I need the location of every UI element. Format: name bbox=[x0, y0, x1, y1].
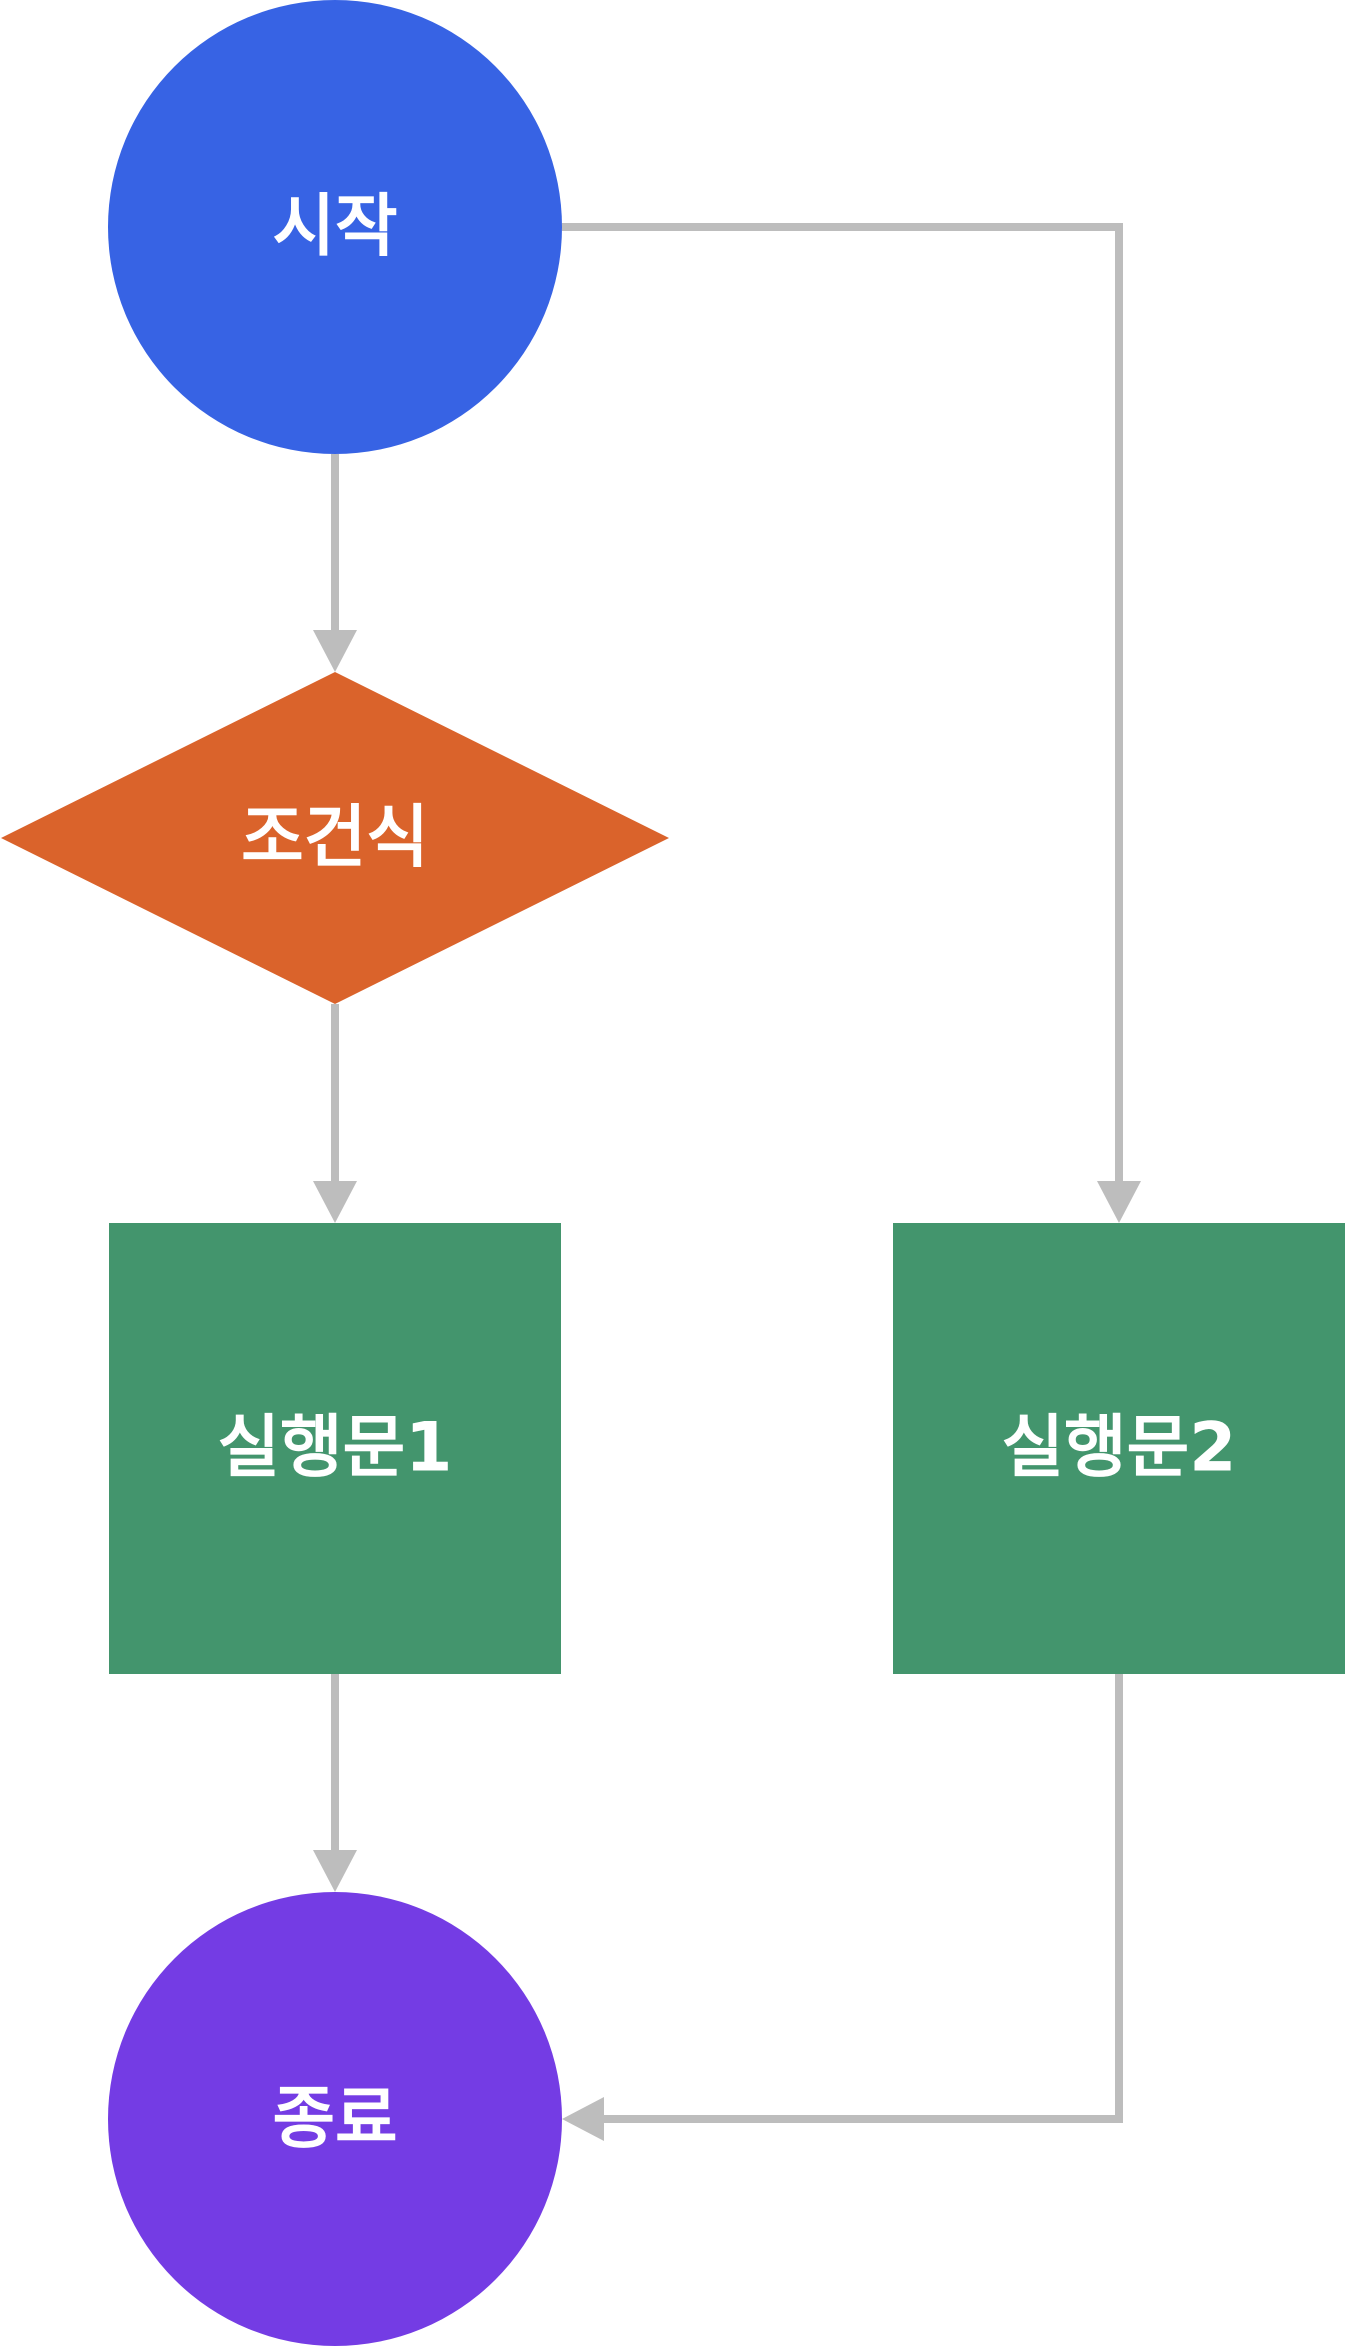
edge-condition-statement1 bbox=[313, 1004, 357, 1223]
node-statement1[interactable]: 실행문1 bbox=[109, 1223, 561, 1674]
edge-statement2-end bbox=[562, 1674, 1123, 2141]
condition-diamond bbox=[1, 672, 669, 1004]
edge-start-condition bbox=[313, 454, 357, 672]
edge-statement1-end bbox=[313, 1674, 357, 1892]
end-label: 종료 bbox=[272, 2080, 397, 2159]
statement2-label: 실행문2 bbox=[1002, 1409, 1237, 1488]
node-condition[interactable]: 조건식 bbox=[1, 672, 669, 1004]
start-circle bbox=[108, 0, 562, 454]
statement2-rect bbox=[893, 1223, 1345, 1674]
node-statement2[interactable]: 실행문2 bbox=[893, 1223, 1345, 1674]
condition-label: 조건식 bbox=[241, 799, 429, 878]
node-end[interactable]: 종료 bbox=[108, 1892, 562, 2346]
node-start[interactable]: 시작 bbox=[108, 0, 562, 454]
statement1-rect bbox=[109, 1223, 561, 1674]
statement1-label: 실행문1 bbox=[218, 1409, 453, 1488]
end-circle bbox=[108, 1892, 562, 2346]
edges bbox=[313, 223, 1141, 2141]
start-label: 시작 bbox=[272, 188, 397, 267]
edge-start-statement2 bbox=[562, 223, 1141, 1223]
